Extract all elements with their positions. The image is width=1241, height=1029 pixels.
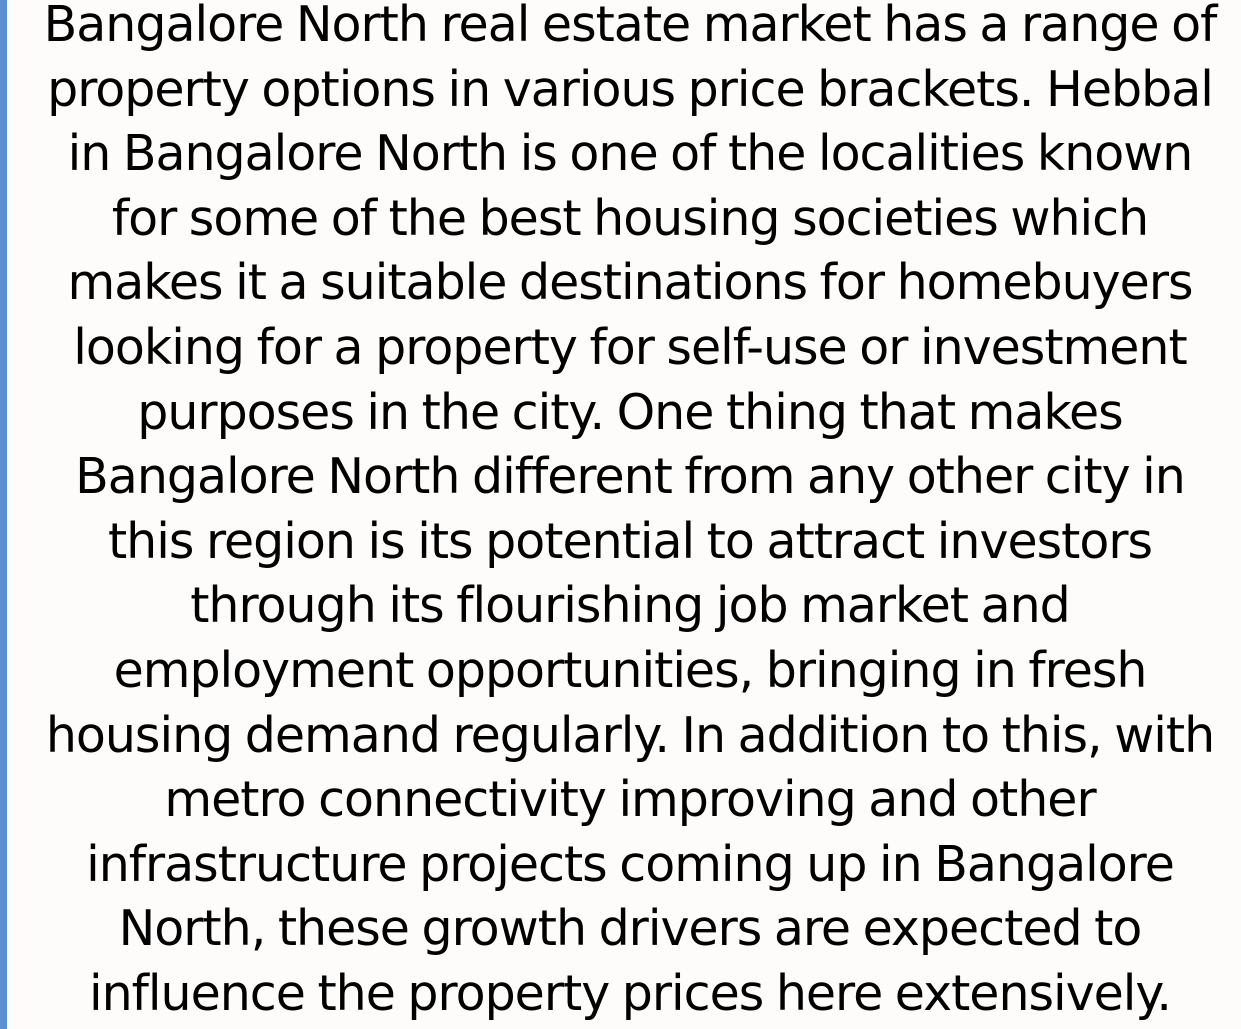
paragraph-line: for some of the best housing societies w… — [111, 189, 1149, 247]
paragraph-line: property options in various price bracke… — [47, 60, 1214, 118]
paragraph-line: housing demand regularly. In addition to… — [45, 706, 1215, 764]
paragraph-line: metro connectivity improving and other — [164, 771, 1096, 829]
paragraph-line: this region is its potential to attract … — [107, 512, 1153, 570]
paragraph-line: Bangalore North real estate market has a… — [43, 0, 1218, 53]
paragraph-line: in Bangalore North is one of the localit… — [67, 125, 1194, 183]
left-accent-bar — [0, 0, 7, 1029]
paragraph-line: influence the property prices here exten… — [88, 964, 1172, 1022]
paragraph-line: employment opportunities, bringing in fr… — [113, 641, 1148, 699]
paragraph-line: infrastructure projects coming up in Ban… — [86, 835, 1175, 893]
paragraph-line: through its flourishing job market and — [190, 577, 1071, 635]
paragraph-line: North, these growth drivers are expected… — [118, 900, 1143, 958]
paragraph-line: looking for a property for self-use or i… — [73, 318, 1187, 376]
body-paragraph: Bangalore North real estate market has a… — [14, 0, 1241, 1027]
paragraph-line: makes it a suitable destinations for hom… — [67, 254, 1193, 312]
paragraph-line: Bangalore North different from any other… — [75, 448, 1186, 506]
paragraph-line: purposes in the city. One thing that mak… — [137, 383, 1123, 441]
